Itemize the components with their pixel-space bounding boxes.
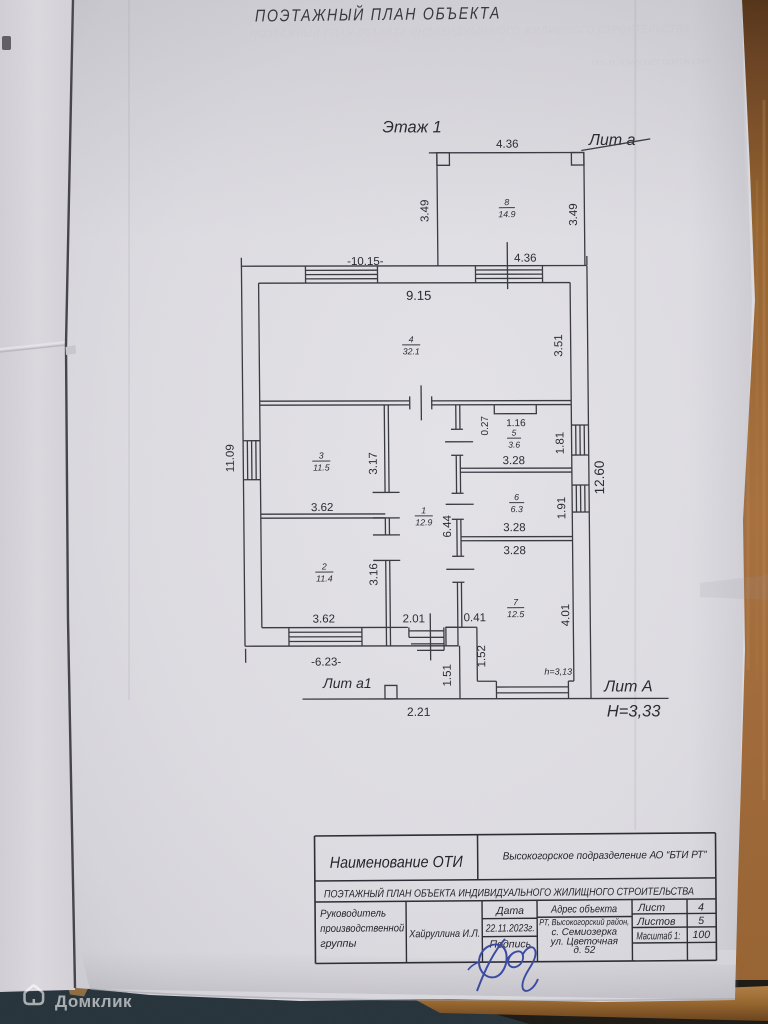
svg-text:100: 100 — [692, 929, 710, 941]
svg-text:6.3: 6.3 — [511, 504, 523, 514]
svg-text:11.4: 11.4 — [316, 574, 333, 584]
svg-text:4: 4 — [409, 334, 414, 344]
svg-text:14.9: 14.9 — [498, 209, 515, 219]
svg-text:Дата: Дата — [495, 905, 524, 917]
svg-text:с. Семиозерка: с. Семиозерка — [551, 927, 617, 939]
svg-text:5: 5 — [512, 428, 517, 438]
svg-text:2.21: 2.21 — [407, 705, 431, 719]
svg-text:3.49: 3.49 — [419, 200, 431, 222]
svg-text:1: 1 — [421, 505, 426, 515]
svg-text:Высокогорское подразделение АО: Высокогорское подразделение АО “БТИ РТ” — [503, 849, 708, 863]
svg-text:2.01: 2.01 — [403, 613, 426, 625]
svg-text:высокогорское: высокогорское — [590, 56, 711, 68]
svg-text:1.52: 1.52 — [476, 645, 488, 667]
svg-text:5: 5 — [698, 915, 704, 927]
svg-text:Адрес объекта: Адрес объекта — [550, 903, 617, 916]
svg-text:11.5: 11.5 — [313, 463, 330, 473]
svg-text:3.28: 3.28 — [503, 455, 526, 467]
svg-text:Наименование ОТИ: Наименование ОТИ — [330, 854, 464, 872]
svg-text:РТ, Высокогорский район,: РТ, Высокогорский район, — [539, 917, 629, 928]
svg-text:Этаж 1: Этаж 1 — [382, 118, 441, 136]
svg-text:3.62: 3.62 — [313, 614, 336, 626]
svg-text:12.9: 12.9 — [415, 517, 432, 527]
svg-text:0.27: 0.27 — [480, 416, 491, 436]
svg-text:производственной: производственной — [320, 922, 404, 935]
svg-text:-10.15-: -10.15- — [347, 256, 384, 268]
svg-text:4.36: 4.36 — [496, 139, 519, 151]
svg-text:3.51: 3.51 — [553, 334, 565, 356]
svg-text:6: 6 — [514, 492, 519, 502]
svg-text:Лит а: Лит а — [588, 132, 636, 149]
svg-text:3: 3 — [319, 451, 324, 461]
svg-text:Домклик: Домклик — [55, 992, 132, 1011]
svg-text:Лист: Лист — [637, 902, 665, 914]
svg-text:9.15: 9.15 — [406, 288, 431, 303]
svg-text:Лит А: Лит А — [603, 678, 652, 695]
svg-text:2: 2 — [321, 562, 327, 572]
svg-text:1.91: 1.91 — [556, 497, 568, 519]
svg-text:Подпись: Подпись — [489, 938, 531, 950]
svg-text:ПОЭТАЖНЫЙ ПЛАН ОБЪЕКТА: ПОЭТАЖНЫЙ ПЛАН ОБЪЕКТА — [255, 3, 501, 26]
svg-text:Руководитель: Руководитель — [320, 907, 386, 920]
svg-text:1.51: 1.51 — [442, 664, 454, 686]
svg-text:3.28: 3.28 — [503, 545, 526, 557]
svg-text:-6.23-: -6.23- — [311, 657, 341, 669]
svg-text:11.09: 11.09 — [225, 444, 237, 472]
svg-text:Н=3,33: Н=3,33 — [607, 702, 662, 720]
svg-text:3.28: 3.28 — [503, 522, 526, 534]
svg-text:3.6: 3.6 — [508, 440, 520, 450]
svg-text:ПОЭТАЖНЫЙ ПЛАН ОБЪЕКТА ИНДИВИД: ПОЭТАЖНЫЙ ПЛАН ОБЪЕКТА ИНДИВИДУАЛЬНОГО Ж… — [324, 885, 694, 901]
svg-text:1.16: 1.16 — [506, 418, 526, 429]
svg-text:Лит а1: Лит а1 — [322, 675, 372, 691]
svg-text:Листов: Листов — [636, 916, 676, 928]
svg-text:12.60: 12.60 — [592, 461, 607, 495]
svg-text:6.44: 6.44 — [442, 515, 454, 538]
svg-text:ул. Цветочная: ул. Цветочная — [550, 936, 619, 948]
svg-text:12.5: 12.5 — [507, 609, 524, 619]
svg-text:д. 52: д. 52 — [573, 945, 595, 956]
svg-text:3.49: 3.49 — [568, 203, 580, 225]
svg-text:4: 4 — [698, 901, 704, 913]
svg-text:Хайруллина И.Л.: Хайруллина И.Л. — [408, 928, 480, 941]
svg-text:0.41: 0.41 — [464, 612, 487, 624]
svg-text:1.81: 1.81 — [555, 432, 567, 454]
svg-text:8: 8 — [504, 197, 509, 207]
svg-text:4.36: 4.36 — [514, 253, 537, 265]
svg-text:Масштаб 1:: Масштаб 1: — [636, 930, 680, 942]
svg-text:3.17: 3.17 — [368, 452, 380, 474]
svg-text:32.1: 32.1 — [403, 346, 420, 356]
svg-text:3.16: 3.16 — [368, 563, 380, 585]
svg-text:4.01: 4.01 — [560, 604, 572, 626]
svg-text:22.11.2023г.: 22.11.2023г. — [485, 922, 535, 934]
svg-text:h=3,13: h=3,13 — [544, 667, 572, 677]
svg-text:7: 7 — [513, 597, 519, 607]
svg-text:3.62: 3.62 — [311, 502, 334, 514]
svg-text:группы: группы — [320, 938, 356, 950]
